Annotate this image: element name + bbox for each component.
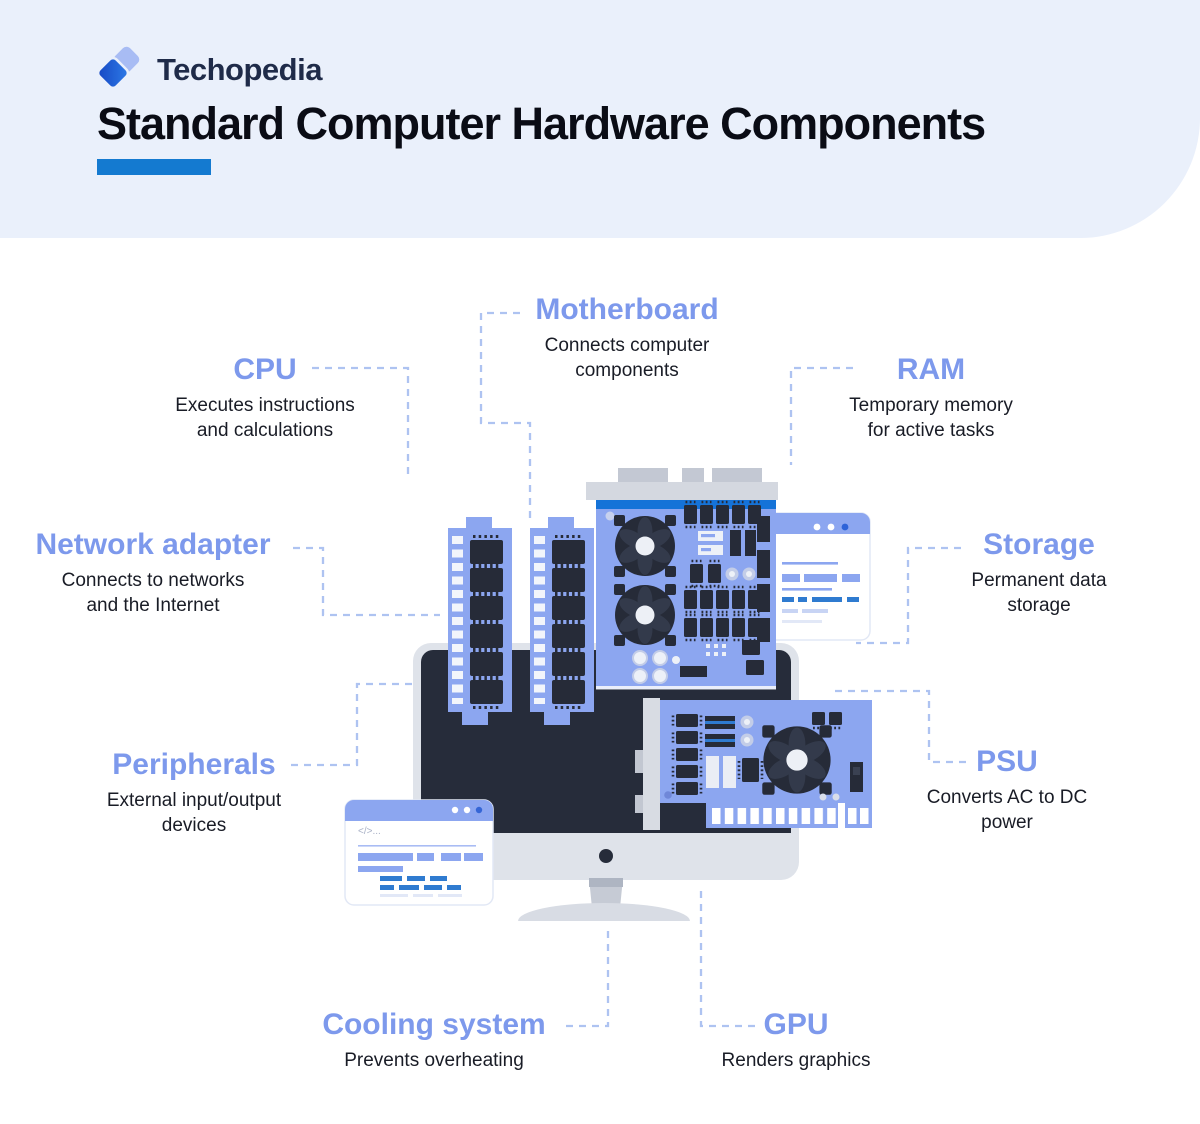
line-cooling-system — [566, 931, 610, 1028]
window-dot — [451, 806, 459, 814]
ram-stick-1 — [448, 517, 512, 725]
label-peripherals: Peripherals External input/output device… — [24, 748, 364, 838]
component-title: PSU — [976, 745, 1038, 778]
line-motherboard — [479, 311, 532, 518]
title-underline — [97, 159, 211, 175]
page-title: Standard Computer Hardware Components — [97, 98, 986, 149]
monitor-stand — [518, 878, 690, 921]
line-ram — [789, 366, 853, 465]
label-network-adapter: Network adapter Connects to networks and… — [0, 528, 323, 618]
ram-stick-2 — [530, 517, 594, 725]
line-storage — [856, 546, 961, 645]
component-title: Motherboard — [535, 293, 719, 326]
component-title: Storage — [983, 528, 1095, 561]
component-title: Peripherals — [112, 748, 276, 781]
label-cooling-system: Cooling system Prevents overheating — [264, 1008, 604, 1073]
component-title: GPU — [763, 1008, 829, 1041]
window-dot — [463, 806, 471, 814]
header-band — [0, 0, 1200, 238]
component-title: Cooling system — [322, 1008, 546, 1041]
storage-browser-window — [751, 512, 871, 641]
label-storage: Storage Permanent data storage — [869, 528, 1200, 618]
component-description: Executes instructions and calculations — [175, 395, 355, 442]
line-network-adapter — [293, 546, 440, 617]
window-dot — [813, 523, 821, 531]
brand: Techopedia — [97, 44, 322, 96]
label-gpu: GPU Renders graphics — [626, 1008, 966, 1073]
label-ram: RAM Temporary memory for active tasks — [761, 353, 1101, 443]
brand-name: Techopedia — [157, 52, 322, 87]
window-dot — [475, 806, 483, 814]
code-glyph: </>... — [358, 826, 381, 837]
component-description: Prevents overheating — [344, 1050, 524, 1071]
component-description: Permanent data storage — [971, 570, 1107, 617]
line-psu — [832, 689, 966, 764]
component-description: Connects computer components — [544, 335, 710, 382]
label-motherboard: Motherboard Connects computer components — [457, 293, 797, 383]
component-title: RAM — [896, 353, 966, 386]
label-psu: PSU Converts AC to DC power — [837, 745, 1177, 835]
line-gpu — [699, 891, 755, 1028]
monitor-power-dot — [599, 849, 613, 863]
window-dot — [841, 523, 849, 531]
component-description: Connects to networks and the Internet — [61, 570, 245, 617]
label-cpu: CPU Executes instructions and calculatio… — [95, 353, 435, 443]
line-peripherals — [291, 682, 413, 767]
component-description: External input/output devices — [106, 790, 282, 837]
component-description: Temporary memory for active tasks — [849, 395, 1013, 442]
gpu-card — [635, 698, 872, 830]
motherboard-illustration — [586, 468, 778, 690]
component-title: Network adapter — [35, 528, 271, 561]
component-description: Renders graphics — [721, 1050, 871, 1071]
component-title: CPU — [233, 353, 297, 386]
component-description: Converts AC to DC power — [926, 787, 1088, 834]
techopedia-logo-icon — [97, 46, 140, 90]
line-cpu — [312, 366, 410, 480]
window-dot — [827, 523, 835, 531]
peripherals-browser-window: </>... — [344, 799, 494, 906]
